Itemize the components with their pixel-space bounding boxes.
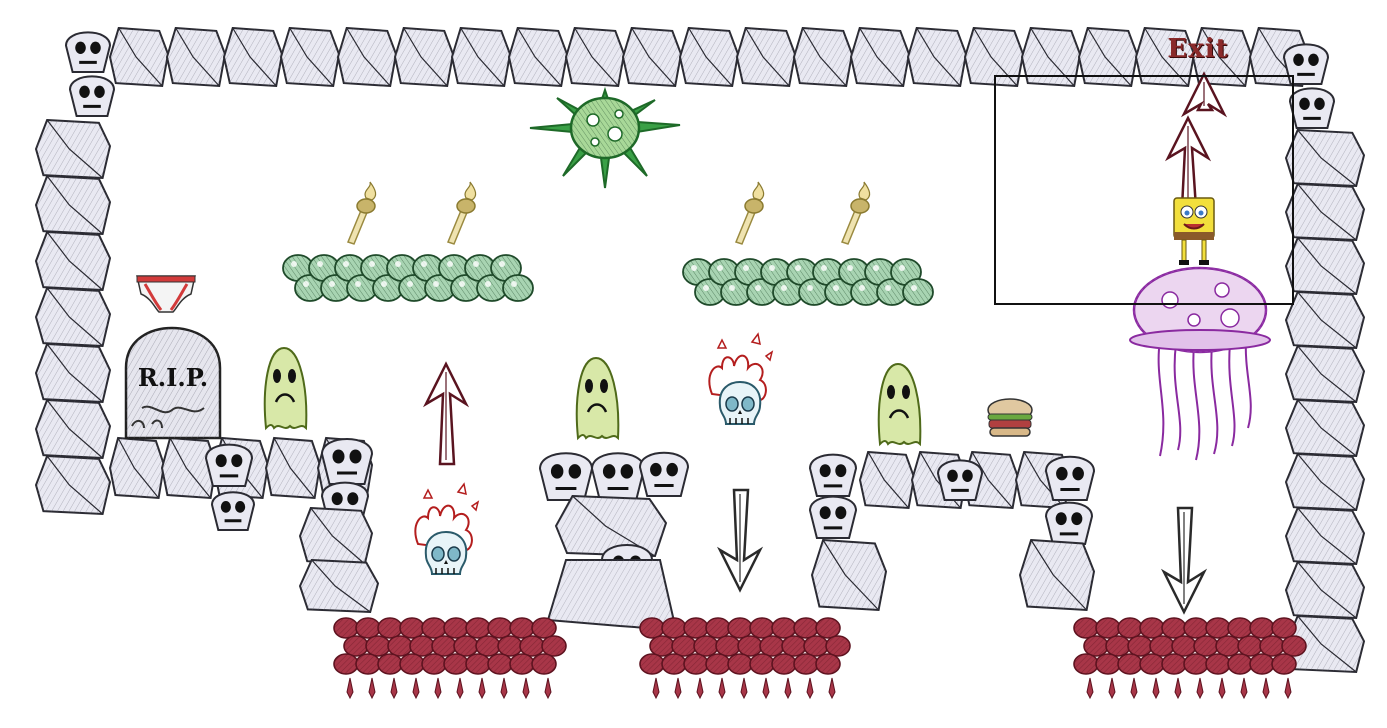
tombstone-icon: R.I.P. xyxy=(124,326,222,440)
stone-block xyxy=(1077,26,1139,88)
stone-block xyxy=(298,558,380,614)
stone-block xyxy=(1284,236,1366,296)
stone-block xyxy=(849,26,911,88)
stone-block xyxy=(1284,506,1366,566)
stone-pillar-center xyxy=(538,451,690,632)
lava-pool xyxy=(333,617,567,700)
stone-block xyxy=(222,26,284,88)
moss-platform-left xyxy=(282,254,534,302)
torch-icon xyxy=(447,181,477,245)
skull-stone-icon xyxy=(808,495,858,539)
stone-block xyxy=(1284,128,1366,188)
skull-stone-icon xyxy=(808,453,858,497)
ghost-icon xyxy=(575,356,620,441)
stone-block xyxy=(34,398,112,460)
stone-block xyxy=(678,26,740,88)
camera-viewport-frame xyxy=(994,75,1294,305)
skull-stone-icon xyxy=(320,438,374,485)
skull-stone-icon xyxy=(936,459,984,501)
torch-icon xyxy=(841,181,871,245)
stone-block xyxy=(1020,26,1082,88)
skull-stone-icon xyxy=(1044,501,1094,545)
stone-platform-left xyxy=(108,436,380,614)
stone-block xyxy=(1284,290,1366,350)
skull-stone-icon xyxy=(204,443,254,487)
stone-block xyxy=(963,26,1025,88)
skull-stone-icon xyxy=(64,31,112,73)
flaming-skull-icon xyxy=(414,482,480,575)
stone-block xyxy=(1284,182,1366,242)
stone-block xyxy=(1284,344,1366,404)
arrow-down-icon xyxy=(1160,506,1208,615)
skull-stone-icon xyxy=(1288,87,1336,129)
arrow-up-icon xyxy=(1164,115,1212,210)
stone-block xyxy=(792,26,854,88)
stone-block xyxy=(1284,614,1366,674)
stone-block xyxy=(735,26,797,88)
underwear-icon xyxy=(136,275,196,313)
stone-block xyxy=(108,436,166,500)
stone-block xyxy=(1284,452,1366,512)
torch-icon xyxy=(735,181,765,245)
burger-icon xyxy=(987,398,1033,437)
stone-block xyxy=(1191,26,1253,88)
moss-platform-right xyxy=(682,258,934,306)
stone-block xyxy=(108,26,170,88)
stone-platform-right xyxy=(808,450,1096,612)
arrow-down-icon xyxy=(716,488,764,593)
stone-left-wall xyxy=(34,75,116,516)
ghost-icon xyxy=(263,346,308,431)
stone-ceiling xyxy=(64,26,1330,88)
stone-block xyxy=(160,436,218,500)
stone-block xyxy=(34,118,112,180)
skull-stone-icon xyxy=(68,75,116,117)
stone-right-wall xyxy=(1284,87,1366,674)
jellyfish-icon xyxy=(1129,266,1271,461)
stone-block xyxy=(34,174,112,236)
stone-block xyxy=(621,26,683,88)
stone-block xyxy=(298,506,374,566)
stone-block xyxy=(34,454,112,516)
ghost-icon xyxy=(877,362,922,447)
stone-block xyxy=(34,286,112,348)
stone-block xyxy=(858,450,916,510)
skull-stone-icon xyxy=(210,491,256,531)
stone-block xyxy=(279,26,341,88)
sponge-player-icon[interactable] xyxy=(1173,197,1215,265)
flaming-skull-icon xyxy=(708,332,774,425)
stone-block xyxy=(507,26,569,88)
stone-block xyxy=(810,538,888,612)
arrow-up-icon xyxy=(1180,71,1228,118)
skull-stone-icon xyxy=(1044,455,1096,501)
stone-block xyxy=(1134,26,1196,88)
exit-sign[interactable]: Exit xyxy=(1167,34,1229,64)
stone-block xyxy=(564,26,626,88)
stone-block xyxy=(1284,560,1366,620)
skull-stone-icon xyxy=(538,452,594,501)
stone-block xyxy=(1284,398,1366,458)
stone-block xyxy=(554,494,668,558)
skull-stone-icon xyxy=(590,452,646,501)
stone-block xyxy=(450,26,512,88)
lava-pool xyxy=(639,617,851,700)
stone-block xyxy=(393,26,455,88)
spiked-ball-icon xyxy=(529,86,681,189)
stone-block xyxy=(165,26,227,88)
torch-icon xyxy=(347,181,377,245)
skull-stone-icon xyxy=(638,451,690,497)
lava-pool xyxy=(1073,617,1307,700)
skull-stone-icon xyxy=(1282,43,1330,85)
stone-block xyxy=(906,26,968,88)
stone-block xyxy=(336,26,398,88)
tombstone-text: R.I.P. xyxy=(138,363,208,392)
stone-block xyxy=(1018,538,1096,612)
stone-block xyxy=(34,230,112,292)
arrow-up-icon xyxy=(422,361,470,466)
stone-block xyxy=(34,342,112,404)
stone-block xyxy=(264,436,322,500)
